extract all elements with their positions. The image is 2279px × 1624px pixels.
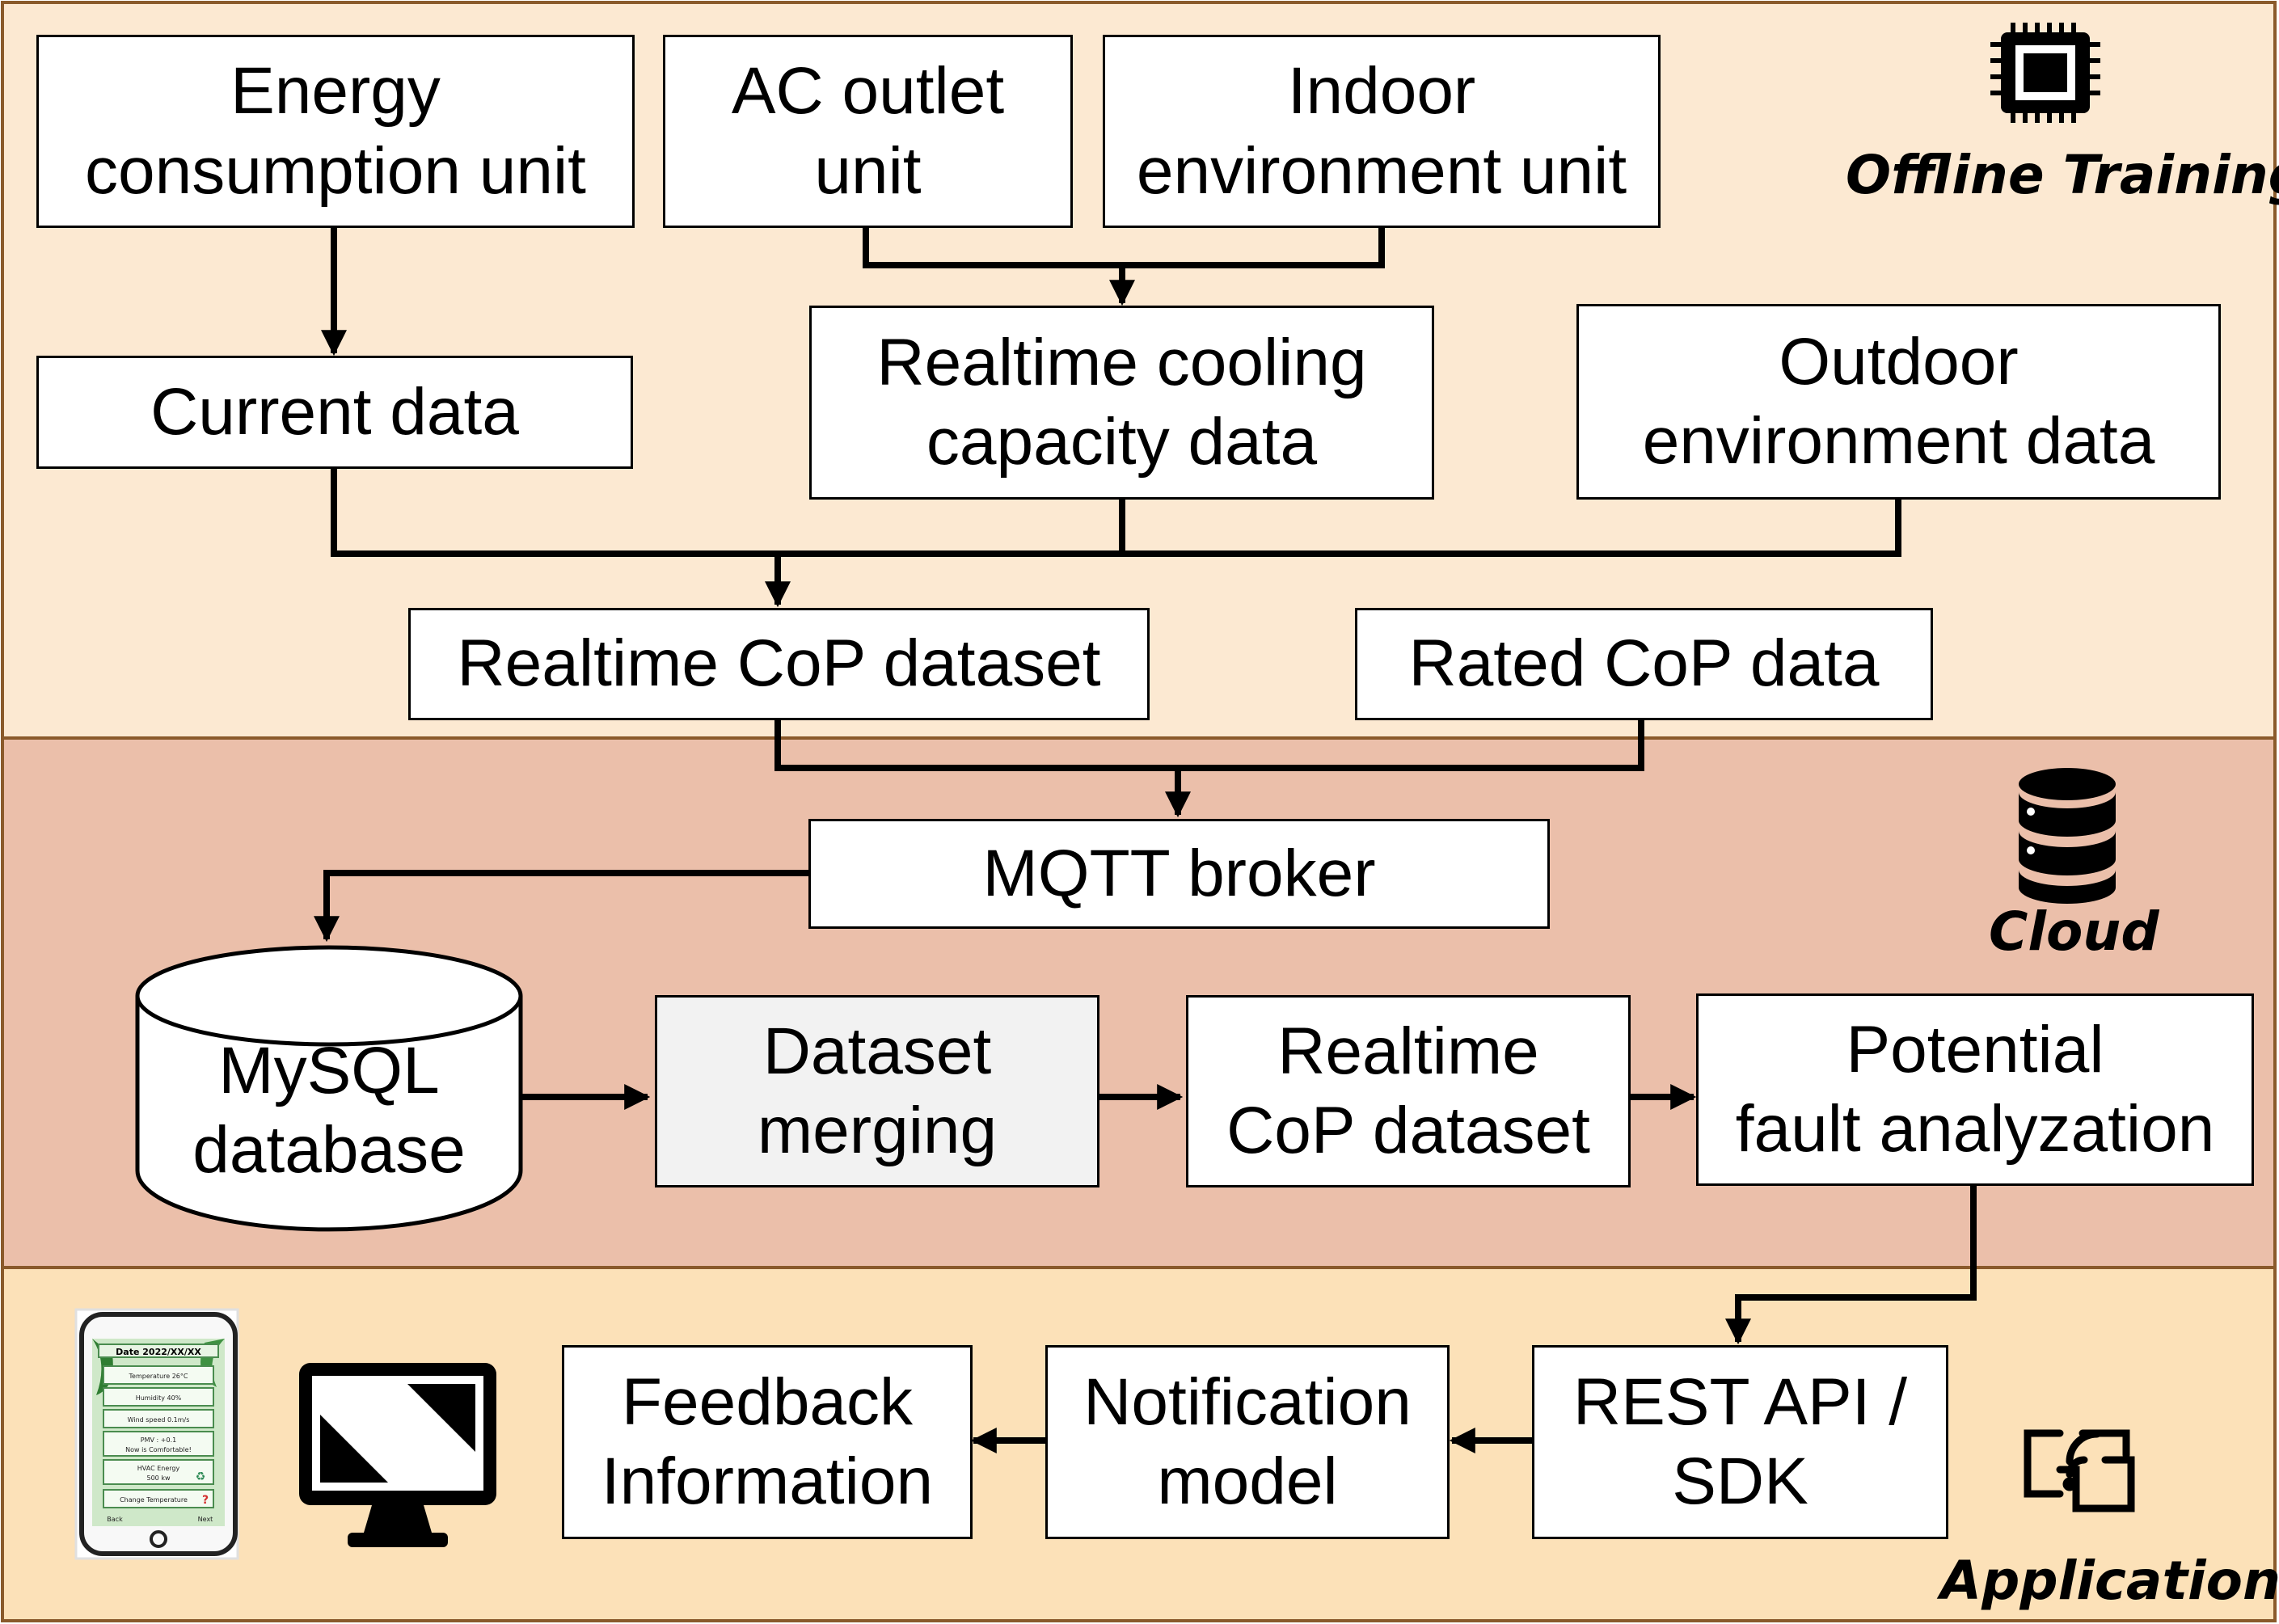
phone-wind-speed: Wind speed 0.1m/s (128, 1416, 190, 1424)
energy-consumption-unit-box: Energy consumption unit (36, 35, 635, 228)
phone-date: Date 2022/XX/XX (116, 1347, 201, 1357)
dataset-merging-box: Dataset merging (655, 995, 1099, 1187)
realtime-cooling-capacity-box: Realtime cooling capacity data (809, 306, 1434, 500)
notification-model-box: Notification model (1045, 1345, 1450, 1539)
recycle-icon: ♻ (196, 1470, 206, 1483)
current-data-box: Current data (36, 356, 633, 469)
phone-hvac-energy: HVAC Energy (137, 1465, 180, 1472)
connector-current-to-cop (331, 467, 1901, 557)
phone-comfort: Now is Comfortable! (125, 1446, 192, 1453)
phone-back: Back (107, 1516, 123, 1523)
outdoor-environment-data-box: Outdoor environment data (1576, 304, 2221, 500)
monitor-icon (299, 1363, 496, 1547)
wireless-display-icon (2024, 1429, 2135, 1512)
rest-api-sdk-box: REST API / SDK (1532, 1345, 1948, 1539)
connector-mqtt-to-mysql (314, 870, 808, 943)
connector-cop-rated-join (774, 718, 1644, 771)
cloud-label: Cloud (1989, 901, 2159, 963)
phone-humidity: Humidity 40% (136, 1394, 182, 1402)
ac-outlet-unit-box: AC outlet unit (663, 35, 1073, 228)
phone-icon: Date 2022/XX/XX Temperature 26°C Humidit… (74, 1308, 239, 1560)
database-icon (2019, 768, 2116, 904)
connector-fault-to-rest (1725, 1183, 1977, 1345)
realtime-cop-dataset-offline-box: Realtime CoP dataset (408, 608, 1150, 720)
offline-training-label: Offline Training (1846, 144, 2279, 206)
phone-hvac-value: 500 kw (147, 1474, 171, 1482)
mysql-database-shape (135, 945, 523, 1232)
phone-temperature: Temperature 26°C (129, 1373, 188, 1380)
phone-pmv: PMV : +0.1 (141, 1436, 176, 1444)
realtime-cop-dataset-cloud-box: Realtime CoP dataset (1186, 995, 1631, 1187)
question-icon: ? (202, 1494, 209, 1507)
phone-change-temperature: Change Temperature (120, 1496, 188, 1504)
phone-next: Next (198, 1516, 213, 1523)
mqtt-broker-box: MQTT broker (808, 819, 1550, 929)
mysql-database-label: MySQL database (192, 1034, 466, 1187)
potential-fault-analyzation-box: Potential fault analyzation (1696, 993, 2254, 1186)
indoor-environment-unit-box: Indoor environment unit (1103, 35, 1661, 228)
application-label: Application (1940, 1550, 2279, 1612)
chip-icon (1990, 23, 2100, 123)
feedback-information-box: Feedback Information (562, 1345, 973, 1539)
rated-cop-data-box: Rated CoP data (1355, 608, 1933, 720)
